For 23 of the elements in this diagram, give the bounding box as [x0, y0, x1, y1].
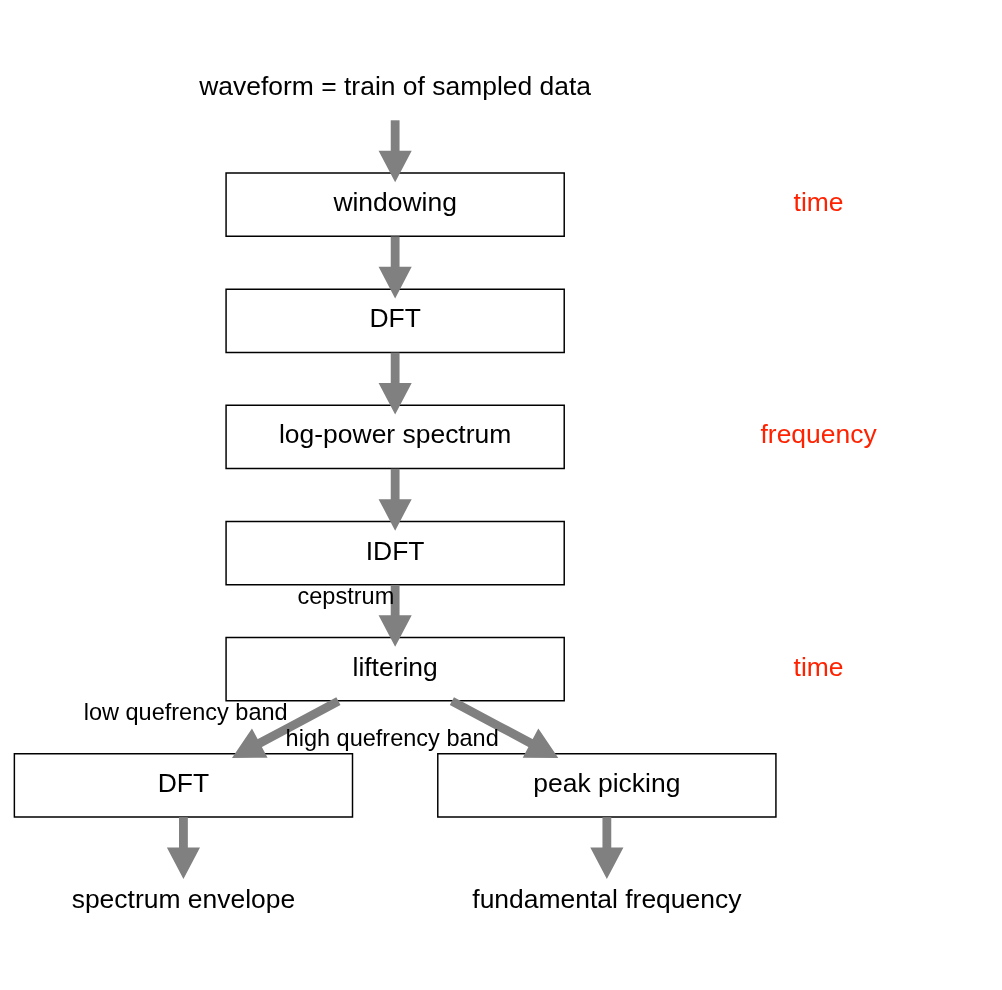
node-text: spectrum envelope [71, 883, 296, 914]
node-box: windowing [225, 172, 565, 237]
label: time [793, 651, 844, 682]
arrow [378, 352, 412, 415]
edge-label: high quefrency band [285, 725, 499, 752]
arrow [231, 697, 341, 758]
node-text: fundamental frequency [472, 883, 742, 914]
node-box: log-power spectrum [225, 404, 565, 470]
node-box: DFT [225, 288, 565, 354]
arrow [378, 236, 412, 299]
arrow [378, 120, 412, 183]
arrow [378, 584, 412, 647]
arrow [449, 697, 559, 758]
node-box: peak picking [437, 753, 777, 818]
label: time [793, 187, 844, 218]
node-box: liftering [225, 636, 565, 702]
node-box: DFT [13, 753, 354, 818]
label: frequency [760, 419, 877, 450]
node-text: waveform = train of sampled data [199, 70, 592, 101]
arrow [590, 817, 624, 880]
arrow [166, 817, 200, 880]
arrow [378, 468, 412, 531]
node-box: IDFT [225, 520, 565, 586]
